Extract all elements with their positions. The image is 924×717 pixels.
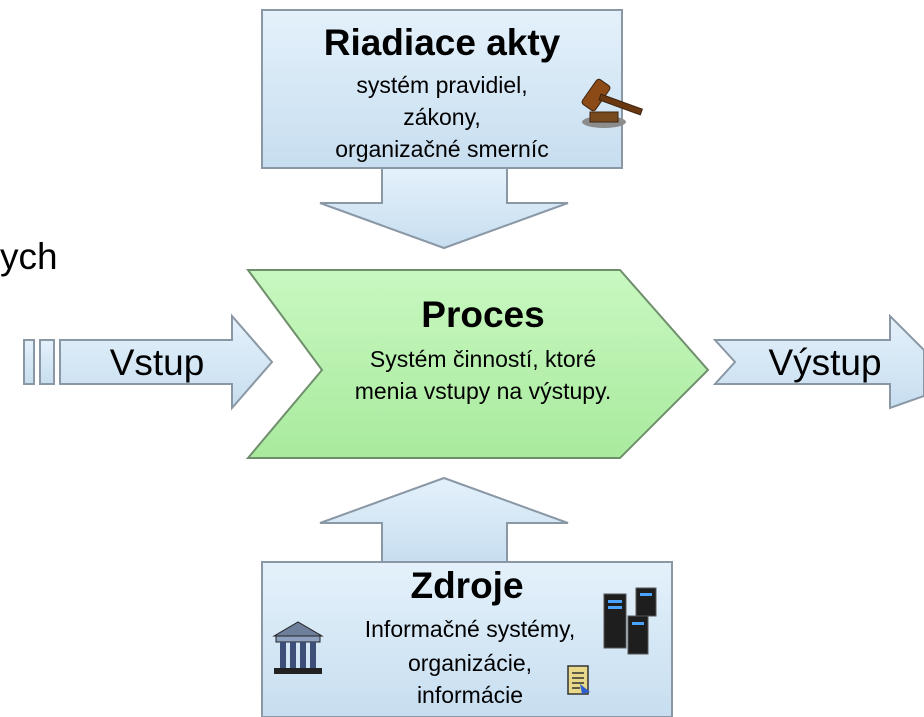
input-label: Vstup: [109, 342, 205, 383]
resources-line: Informačné systémy,: [364, 616, 576, 642]
cropped-text-fragment: ych: [0, 236, 58, 277]
building-icon: [272, 621, 324, 674]
input-arrow: [59, 313, 274, 411]
controls-line: systém pravidiel,: [356, 72, 528, 98]
output-arrow: [712, 313, 924, 410]
controls-line: organizačné smerníc: [335, 136, 549, 162]
gavel-icon: [581, 78, 644, 128]
output-label: Výstup: [768, 342, 882, 383]
document-icon: [567, 665, 590, 695]
resources-line: informácie: [416, 682, 524, 708]
resources-line: organizácie,: [407, 650, 533, 676]
process-line: menia vstupy na výstupy.: [354, 378, 612, 404]
controls-arrow: [319, 167, 569, 250]
resources-arrow: [319, 476, 569, 563]
process-chevron: [245, 269, 710, 459]
input-stripe-2: [39, 339, 55, 385]
server-icon: [603, 587, 657, 655]
process-line: Systém činností, ktoré: [369, 346, 597, 372]
resources-title: Zdroje: [410, 565, 524, 606]
process-title: Proces: [421, 294, 545, 335]
controls-box: [261, 9, 623, 169]
controls-line: zákony,: [403, 104, 481, 130]
controls-title: Riadiace akty: [323, 22, 561, 63]
input-stripe-1: [23, 339, 35, 385]
